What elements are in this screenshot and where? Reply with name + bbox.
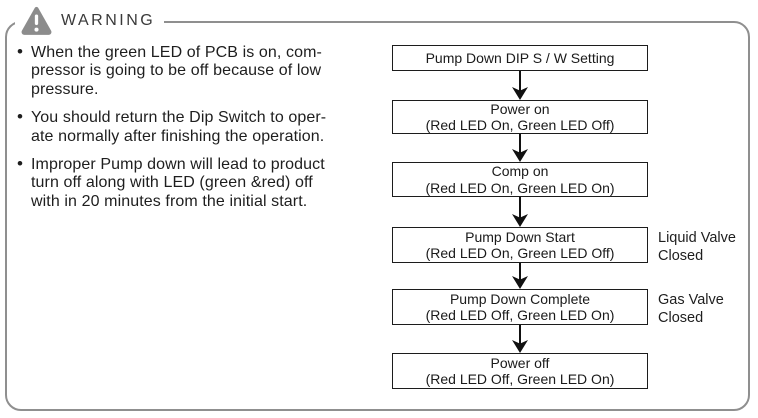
warning-notes-list: When the green LED of PCB is on, com- pr… [17, 43, 385, 221]
arrow-down-icon [509, 263, 531, 289]
arrow-down-icon [509, 197, 531, 227]
flow-step-pump-down-complete: Pump Down Complete (Red LED Off, Green L… [392, 289, 724, 326]
flow-step-side-label: Gas Valve Closed [658, 292, 724, 326]
flow-step-title: Pump Down DIP S / W Setting [425, 49, 615, 66]
arrow-down-icon [509, 71, 531, 100]
flow-step-title: Power on [490, 100, 550, 117]
flow-step-pump-down-dip-setting: Pump Down DIP S / W Setting [392, 45, 648, 71]
flow-step-subtitle: (Red LED Off, Green LED On) [425, 371, 615, 387]
flow-step-subtitle: (Red LED On, Green LED Off) [425, 117, 615, 133]
flow-step-title: Comp on [491, 163, 549, 179]
warning-note: You should return the Dip Switch to oper… [17, 108, 385, 146]
arrow-down-icon [509, 325, 531, 353]
flow-step-title: Power off [490, 354, 550, 371]
warning-header: WARNING [15, 1, 165, 39]
warning-title: WARNING [61, 12, 156, 29]
flow-step-subtitle: (Red LED On, Green LED On) [425, 179, 615, 196]
flow-step-power-off: Power off (Red LED Off, Green LED On) [392, 353, 648, 389]
flow-step-pump-down-start: Pump Down Start (Red LED On, Green LED O… [392, 227, 736, 264]
flow-step-title: Pump Down Start [465, 228, 575, 245]
warning-triangle-icon [20, 4, 53, 37]
flow-step-comp-on: Comp on (Red LED On, Green LED On) [392, 162, 648, 197]
flow-step-subtitle: (Red LED On, Green LED Off) [425, 245, 615, 261]
flow-step-side-label: Liquid Valve Closed [658, 230, 736, 264]
flow-step-subtitle: (Red LED Off, Green LED On) [425, 307, 615, 323]
warning-note: Improper Pump down will lead to product … [17, 155, 385, 211]
arrow-down-icon [509, 134, 531, 162]
flow-step-title: Pump Down Complete [449, 290, 591, 307]
warning-note: When the green LED of PCB is on, com- pr… [17, 43, 385, 99]
flow-step-power-on: Power on (Red LED On, Green LED Off) [392, 100, 648, 134]
